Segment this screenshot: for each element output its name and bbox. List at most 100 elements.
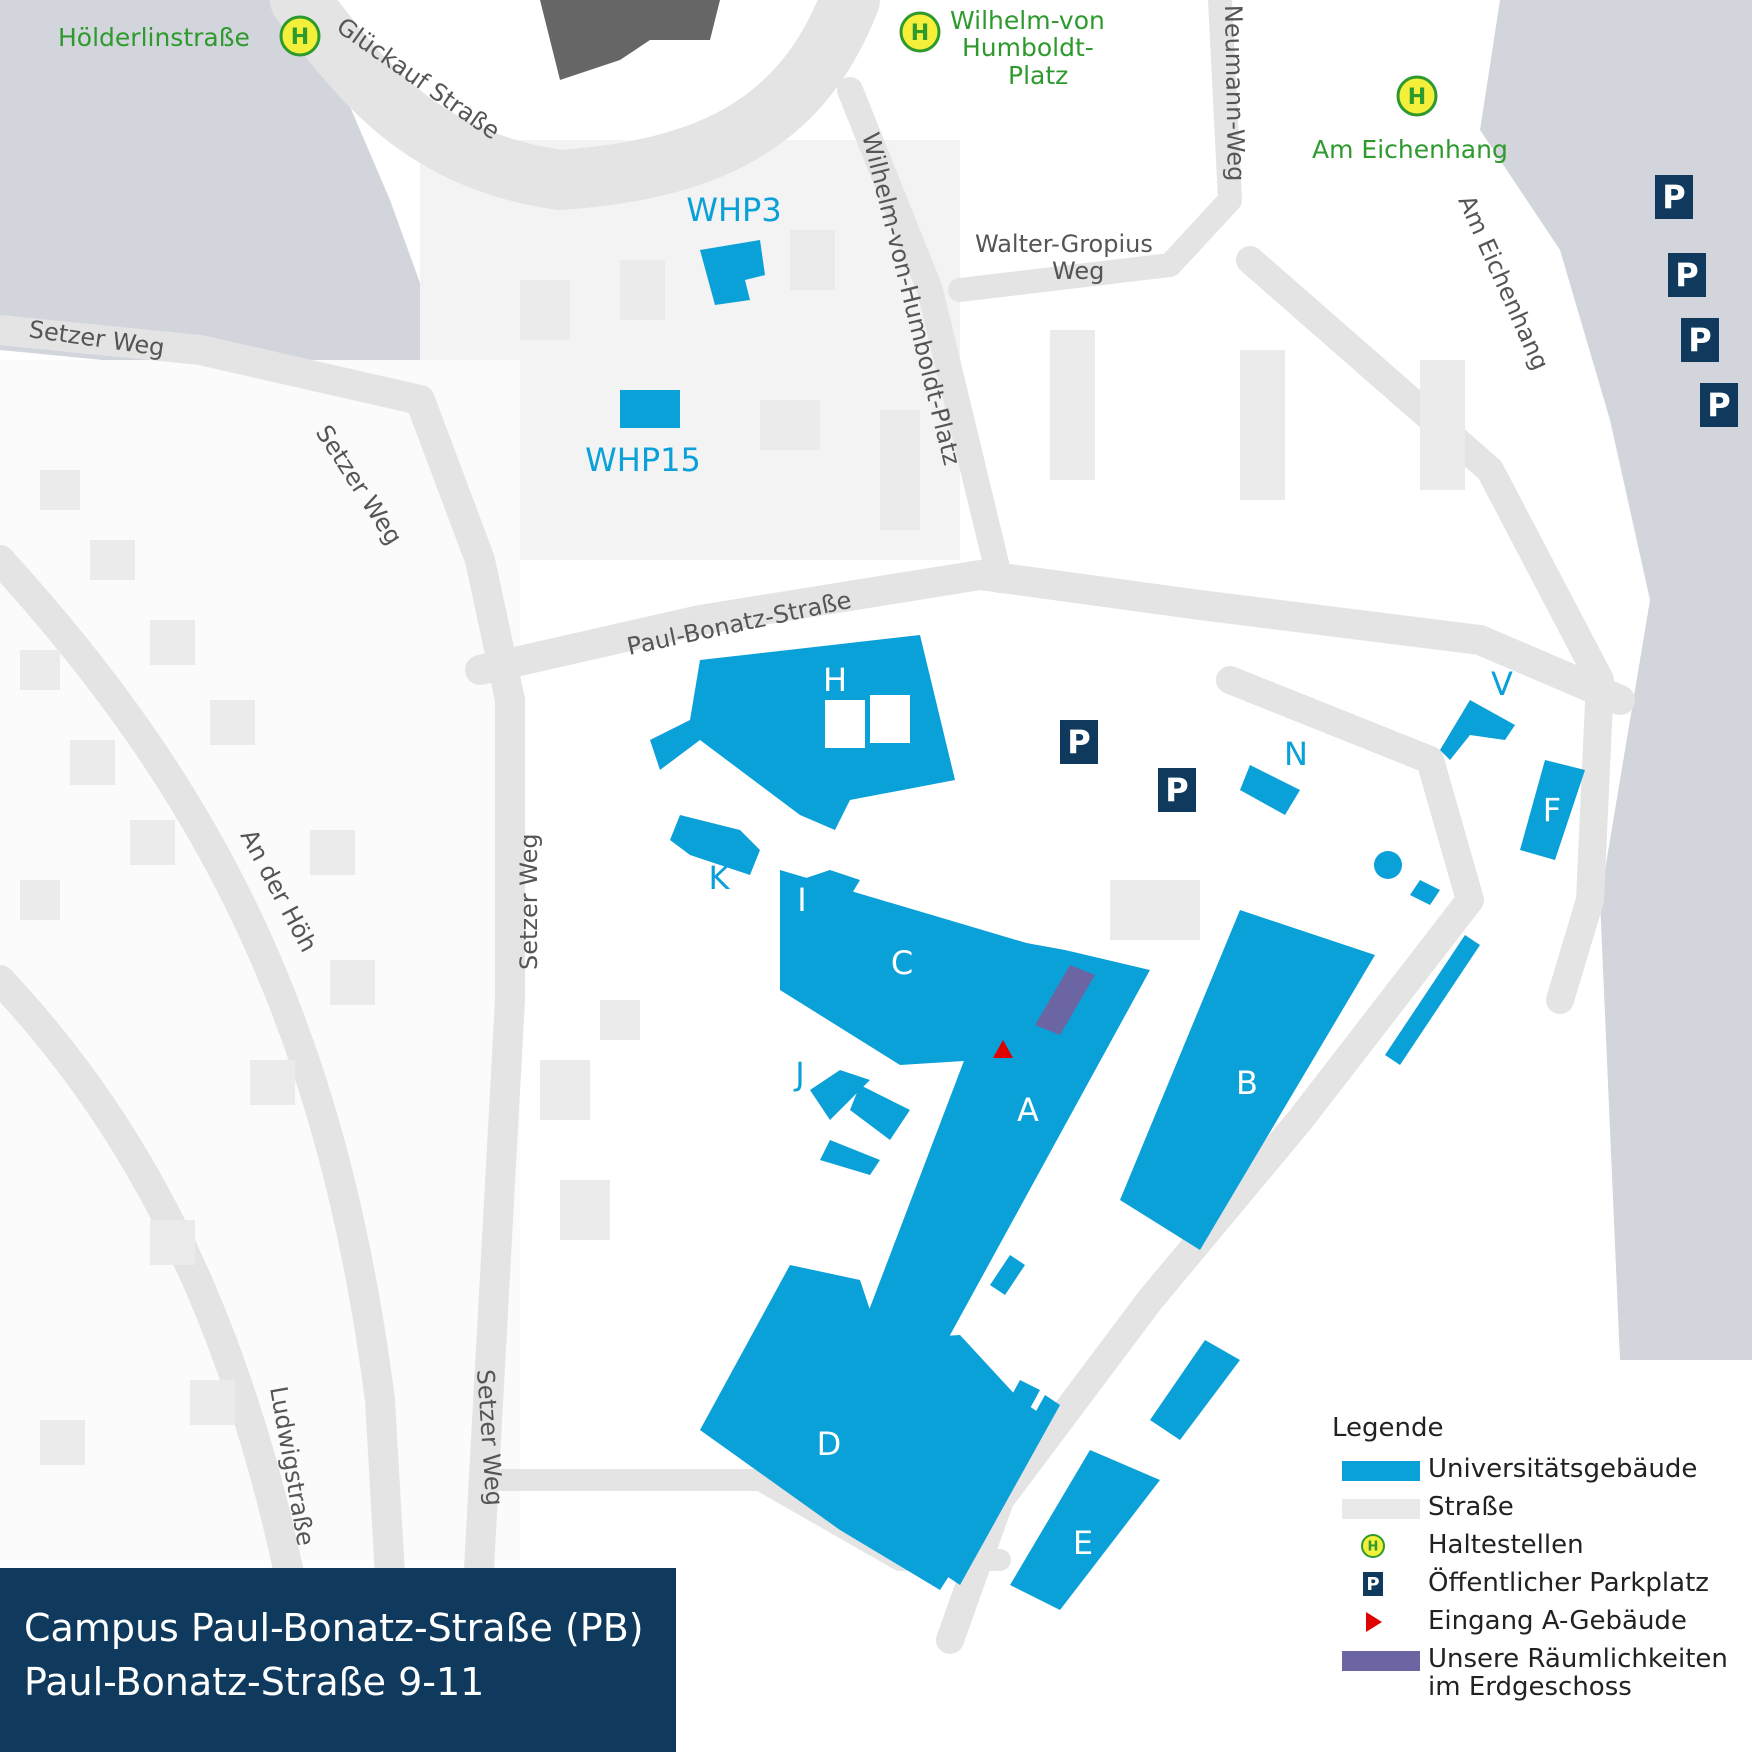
stop-label-whp-1: Wilhelm-von xyxy=(950,6,1105,35)
building-h-inner-2 xyxy=(870,695,910,743)
parking-letter: P xyxy=(1662,178,1685,216)
building-label-whp15: WHP15 xyxy=(585,441,701,479)
building-east-slim xyxy=(1385,935,1480,1065)
street-label-walter-gropius-1: Walter-Gropius xyxy=(975,230,1153,258)
building-label-whp3: WHP3 xyxy=(686,191,781,229)
block xyxy=(1420,360,1465,490)
entrance-marker xyxy=(993,1040,1013,1058)
building-j2-shape xyxy=(850,1085,910,1140)
legend-label: Haltestellen xyxy=(1428,1530,1584,1560)
parking-icon-map-5: P xyxy=(1681,318,1719,362)
caption-address: Paul-Bonatz-Straße 9-11 xyxy=(24,1660,485,1704)
legend-item-street: Straße xyxy=(1342,1491,1752,1527)
legend-item-stop: H Haltestellen xyxy=(1342,1529,1752,1565)
building-k-shape xyxy=(670,815,760,875)
building-label-d: D xyxy=(817,1425,842,1463)
legend-item-university: Universitätsgebäude xyxy=(1342,1453,1752,1489)
block xyxy=(150,1220,195,1265)
parking-letter: P xyxy=(1366,1574,1379,1595)
building-e-shape xyxy=(1010,1450,1160,1610)
building-label-a: A xyxy=(1017,1091,1039,1129)
building-d-bar-2 xyxy=(945,1395,1060,1585)
water-area-east xyxy=(1480,0,1752,1360)
building-a-shape xyxy=(850,940,1150,1390)
block xyxy=(20,880,60,920)
entrance-triangle-icon xyxy=(1366,1612,1382,1632)
legend-label: Eingang A-Gebäude xyxy=(1428,1606,1687,1636)
building-whp15-shape xyxy=(620,390,680,428)
building-label-j: J xyxy=(793,1055,804,1093)
block xyxy=(190,1380,235,1425)
legend-label: Universitätsgebäude xyxy=(1428,1454,1698,1484)
legend-label: Öffentlicher Parkplatz xyxy=(1428,1568,1709,1598)
parking-icon-map-2: P xyxy=(1158,768,1196,812)
street-paul-bonatz xyxy=(465,560,1635,715)
building-small-east xyxy=(1410,880,1440,905)
stop-icon-eichenhang: H xyxy=(1396,75,1438,117)
legend-item-our-rooms: Unsere Räumlichkeiten im Erdgeschoss xyxy=(1342,1643,1752,1709)
block xyxy=(560,1180,610,1240)
legend: Legende Universitätsgebäude Straße H Hal… xyxy=(1302,1397,1752,1752)
parking-letter: P xyxy=(1165,771,1188,809)
building-label-c: C xyxy=(891,944,913,982)
building-f-shape xyxy=(1520,760,1585,860)
block xyxy=(150,620,195,665)
block xyxy=(310,830,355,875)
parking-letter: P xyxy=(1675,256,1698,294)
street-label-setzer-3: Setzer Weg xyxy=(515,833,543,970)
stop-icon-whp: H xyxy=(899,11,941,53)
building-label-k: K xyxy=(709,859,731,897)
building-small-mid xyxy=(990,1255,1025,1295)
block xyxy=(130,820,175,865)
parking-icon-map-3: P xyxy=(1655,175,1693,219)
street-label-walter-gropius-2: Weg xyxy=(1052,257,1104,285)
street-glueckauf xyxy=(270,0,880,210)
building-j1-shape xyxy=(810,1070,870,1120)
stop-label-whp-3: Platz xyxy=(1008,61,1068,90)
parking-icon-map-1: P xyxy=(1060,720,1098,764)
building-e-north xyxy=(1150,1340,1240,1440)
block xyxy=(880,410,920,530)
building-n-shape xyxy=(1240,765,1300,815)
stop-label-eichenhang: Am Eichenhang xyxy=(1312,135,1508,164)
building-label-b: B xyxy=(1236,1064,1258,1102)
building-v-shape xyxy=(1440,700,1515,760)
parking-letter: P xyxy=(1707,386,1730,424)
building-b-shape xyxy=(1120,910,1375,1250)
block xyxy=(250,1060,295,1105)
campus-caption: Campus Paul-Bonatz-Straße (PB) Paul-Bona… xyxy=(0,1568,676,1752)
building-h-shape xyxy=(650,635,955,830)
parking-letter: P xyxy=(1688,321,1711,359)
our-rooms-shape xyxy=(1035,965,1095,1035)
block xyxy=(40,1420,85,1465)
block xyxy=(790,230,835,290)
stop-letter: H xyxy=(1368,1540,1379,1555)
block xyxy=(540,1060,590,1120)
building-label-e: E xyxy=(1073,1524,1093,1562)
block xyxy=(1240,350,1285,500)
parking-icon-map-6: P xyxy=(1700,383,1738,427)
building-label-h: H xyxy=(823,661,847,699)
building-i-shape xyxy=(800,870,860,930)
block xyxy=(20,650,60,690)
building-j3-shape xyxy=(820,1140,880,1175)
block xyxy=(210,700,255,745)
block xyxy=(90,540,135,580)
street-setzer-weg-west xyxy=(0,315,525,1752)
legend-label-line-2: im Erdgeschoss xyxy=(1428,1672,1632,1702)
legend-label-line-1: Unsere Räumlichkeiten xyxy=(1428,1644,1728,1674)
street-label-neumann: Neumann-Weg xyxy=(1219,5,1250,182)
block xyxy=(40,470,80,510)
building-label-i: I xyxy=(797,881,806,919)
parking-letter: P xyxy=(1067,723,1090,761)
legend-title: Legende xyxy=(1332,1413,1444,1443)
block xyxy=(1110,880,1200,940)
block xyxy=(760,400,820,450)
stop-letter: H xyxy=(291,25,309,50)
stop-label-hoelderlin: Hölderlinstraße xyxy=(58,23,250,52)
block xyxy=(520,280,570,340)
building-d-bar-1 xyxy=(920,1380,1040,1575)
stop-letter: H xyxy=(1408,85,1426,110)
street-an-der-hoeh xyxy=(0,545,415,1752)
